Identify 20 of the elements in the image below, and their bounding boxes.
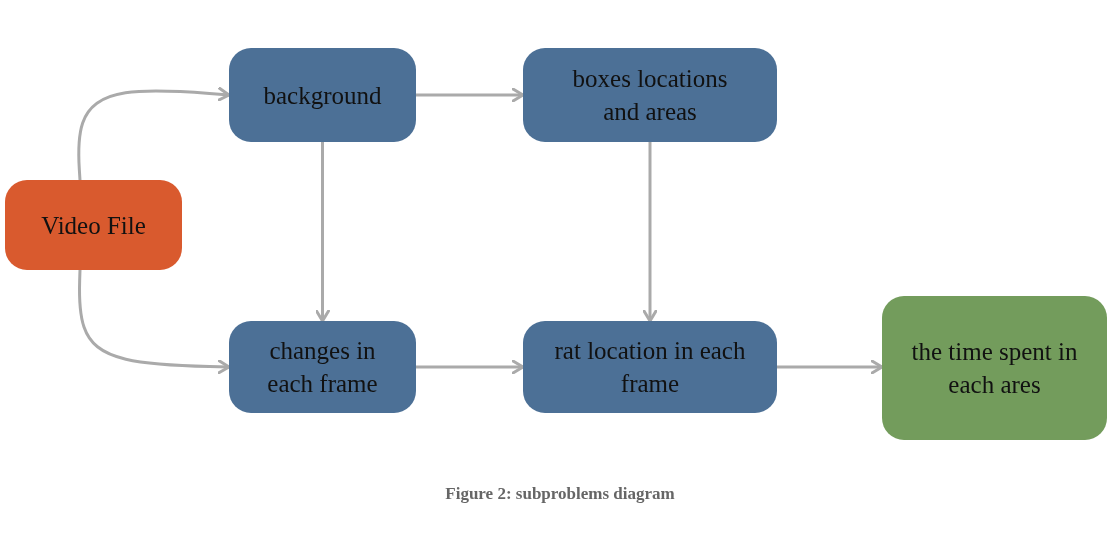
node-label: background (263, 80, 382, 111)
arrow (77, 269, 231, 375)
arrow (416, 87, 525, 103)
process-box (882, 296, 1107, 440)
process-box (5, 180, 182, 270)
node-label: Video File (41, 210, 146, 241)
node-label: boxes locations and areas (571, 64, 729, 127)
arrow (777, 359, 884, 375)
figure-caption: Figure 2: subproblems diagram (444, 484, 676, 504)
arrow (77, 86, 231, 181)
node-label: changes in each frame (266, 336, 379, 399)
process-box (229, 321, 416, 413)
node-label: the time spent in each ares (910, 337, 1079, 400)
arrow (315, 142, 330, 323)
process-box (523, 48, 777, 142)
arrow (416, 359, 525, 375)
node-label: rat location in each frame (553, 336, 747, 399)
process-box (229, 48, 416, 142)
process-box (523, 321, 777, 413)
arrow (642, 142, 658, 323)
